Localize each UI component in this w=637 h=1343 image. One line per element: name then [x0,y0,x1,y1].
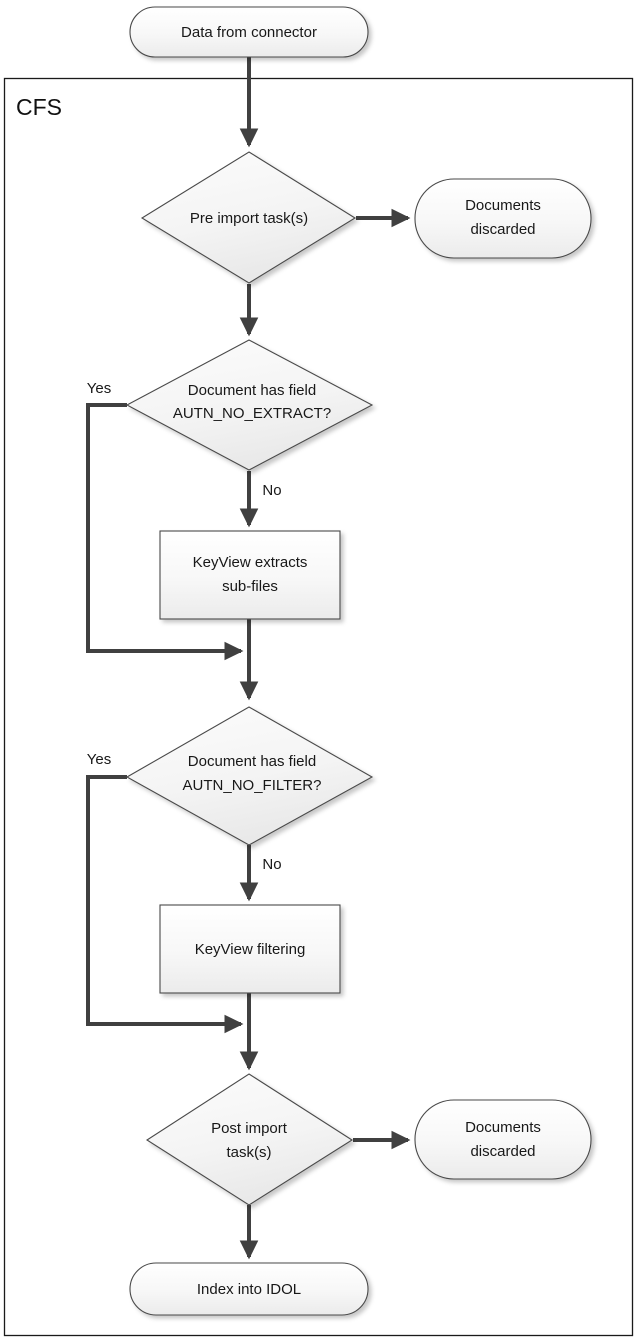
node-pre-import-task[interactable]: Pre import task(s) [140,151,357,284]
edge-label-filter-no: No [262,856,281,873]
node-keyview-filtering-shape [159,904,341,994]
node-index-into-idol-label: Index into IDOL [197,1281,301,1298]
node-data-from-connector-shape [129,6,369,58]
node-decision-autn-no-extract-label-line1: Document has field [188,382,316,399]
node-keyview-extracts-subfiles-label-line1: KeyView extracts [193,554,308,571]
node-pre-import-task-shape [140,151,357,284]
node-keyview-filtering[interactable]: KeyView filtering [159,904,341,994]
node-documents-discarded-top[interactable]: Documents discarded [414,178,592,259]
cfs-container-title: CFS [16,94,62,120]
edge-decision-filter-yes [86,775,244,1034]
edge-label-extract-no: No [262,482,281,499]
node-post-import-task-shape [145,1073,354,1206]
node-pre-import-task-label: Pre import task(s) [190,210,308,227]
node-documents-discarded-bottom[interactable]: Documents discarded [414,1099,592,1180]
node-decision-autn-no-filter-shape [125,706,374,846]
node-index-into-idol[interactable]: Index into IDOL [129,1262,369,1316]
node-post-import-task-label-line1: Post import [211,1120,288,1137]
edge-decision-extract-yes [86,403,244,661]
edge-label-filter-yes: Yes [87,751,111,768]
node-decision-autn-no-filter[interactable]: Document has field AUTN_NO_FILTER? [125,706,374,846]
node-documents-discarded-bottom-shape [414,1099,592,1180]
node-documents-discarded-top-label-line2: discarded [470,221,535,238]
node-decision-autn-no-filter-label-line2: AUTN_NO_FILTER? [183,777,322,794]
node-post-import-task-label-line2: task(s) [227,1144,272,1161]
node-data-from-connector[interactable]: Data from connector [129,6,369,58]
node-documents-discarded-top-shape [414,178,592,259]
node-keyview-extracts-subfiles-label-line2: sub-files [222,578,278,595]
node-keyview-extracts-subfiles-shape [159,530,341,620]
node-post-import-task[interactable]: Post import task(s) [145,1073,354,1206]
node-decision-autn-no-extract[interactable]: Document has field AUTN_NO_EXTRACT? [125,339,374,471]
node-index-into-idol-shape [129,1262,369,1316]
node-documents-discarded-bottom-label-line2: discarded [470,1143,535,1160]
node-data-from-connector-label: Data from connector [181,24,317,41]
node-documents-discarded-bottom-label-line1: Documents [465,1119,541,1136]
node-decision-autn-no-extract-shape [125,339,374,471]
edge-label-extract-yes: Yes [87,380,111,397]
node-keyview-filtering-label: KeyView filtering [195,941,306,958]
cfs-container [3,77,634,1337]
node-keyview-extracts-subfiles[interactable]: KeyView extracts sub-files [159,530,341,620]
node-decision-autn-no-extract-label-line2: AUTN_NO_EXTRACT? [173,405,331,422]
node-decision-autn-no-filter-label-line1: Document has field [188,753,316,770]
node-documents-discarded-top-label-line1: Documents [465,197,541,214]
